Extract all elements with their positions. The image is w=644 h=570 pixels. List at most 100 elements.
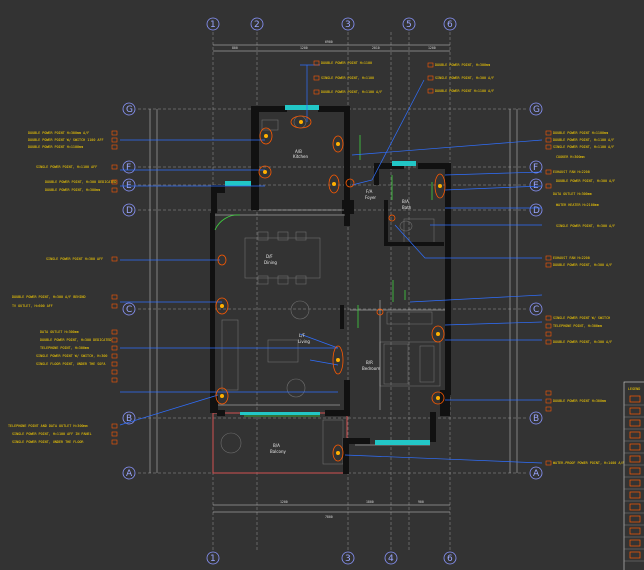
dimension-lines: [149, 44, 518, 513]
legend-swatch: [629, 551, 641, 559]
outlet-dots: [220, 120, 442, 455]
room-bath-code: B/A: [402, 199, 409, 204]
right-annotations: DOUBLE POWER POINT H=1100mm DOUBLE POWER…: [545, 130, 624, 466]
legend-swatch: [629, 539, 641, 547]
dim-bottom-3: 900: [418, 500, 424, 504]
grid-bubbles-top: [206, 17, 457, 31]
grid-bubbles-bottom: [206, 551, 457, 565]
top-label-1: DOUBLE POWER POINT H=1100: [321, 61, 372, 65]
legend-swatch: [629, 467, 641, 475]
left-label-11: DOUBLE POWER POINT, H=300 DEDICATED: [40, 338, 111, 342]
legend-swatch: [629, 515, 641, 523]
walls: [210, 106, 451, 474]
grid-col-4-bottom: 4: [388, 554, 394, 564]
dim-top-4: 1200: [428, 46, 436, 50]
legend-swatch: [629, 395, 641, 403]
right-label-10: EXHAUST FAN H=2200: [553, 256, 590, 260]
top-label-6: DOUBLE POWER POINT H=1100 A/F: [435, 89, 494, 93]
grid-row-d-left: D: [126, 206, 133, 216]
legend-swatch: [629, 479, 641, 487]
room-kitchen-name: Kitchen: [293, 154, 308, 159]
door-accents: [214, 135, 433, 417]
left-label-1: DOUBLE POWER POINT H=300mm A/F: [28, 131, 89, 135]
room-bedroom-name: Bedroom: [362, 366, 380, 371]
left-label-5: DOUBLE POWER POINT, H=300 DEDICATED: [45, 180, 116, 184]
grid-row-b-left: B: [126, 414, 132, 424]
room-dining-name: Dining: [264, 260, 277, 265]
right-label-16: WATER-PROOF POWER POINT, H=1400 A/F: [553, 461, 624, 465]
dimension-texts: 800 1200 2010 1200 6900 1200 1800 900 78…: [232, 40, 436, 519]
left-label-6: DOUBLE POWER POINT, H=300mm: [45, 188, 100, 192]
room-kitchen-code: A/B: [295, 149, 302, 154]
left-label-15: TELEPHONE POINT AND DATA OUTLET H=300mm: [8, 424, 88, 428]
grid-row-f-right: F: [533, 163, 538, 173]
dim-top-1: 800: [232, 46, 238, 50]
left-label-8: DOUBLE POWER POINT, H=300 A/F BEHIND: [12, 295, 86, 299]
right-label-5: EXHAUST FAN H=2200: [553, 170, 590, 174]
grid-row-d-right: D: [533, 206, 540, 216]
grid-row-f-left: F: [126, 163, 131, 173]
right-label-13: TELEPHONE POINT, H=300mm: [553, 324, 602, 328]
grid-col-6-bottom: 6: [447, 554, 453, 564]
grid-col-1-top: 1: [210, 20, 216, 30]
left-label-9: TV OUTLET, H=600 AFF: [12, 304, 53, 308]
room-foyer-code: F/A: [366, 189, 373, 194]
right-label-7: DATA OUTLET H=300mm: [553, 192, 592, 196]
grid-col-6-top: 6: [447, 20, 453, 30]
room-living-code: L/F: [299, 333, 306, 338]
left-label-13: SINGLE POWER POINT W/ SWITCH, H=300: [36, 354, 107, 358]
grid-row-a-left: A: [126, 469, 133, 479]
room-labels: A/B Kitchen F/A Foyer D/F Dining L/F Liv…: [264, 149, 412, 454]
grid-col-5-top: 5: [406, 20, 412, 30]
right-label-14: DOUBLE POWER POINT, H=300 A/F: [553, 340, 612, 344]
grid-bubbles-left: [122, 102, 136, 480]
right-label-8: WATER HEATER H=2100mm: [556, 203, 599, 207]
legend-swatch: [629, 407, 641, 415]
grid-row-b-right: B: [533, 414, 539, 424]
room-dining-code: D/F: [266, 254, 273, 259]
top-label-5: SINGLE POWER POINT, H=300 A/F: [435, 76, 494, 80]
left-annotations: DOUBLE POWER POINT H=300mm A/F DOUBLE PO…: [8, 130, 118, 445]
dim-total-bottom: 7800: [325, 515, 333, 519]
left-label-2: DOUBLE POWER POINT W/ SWITCH 1100 AFF: [28, 138, 104, 142]
right-label-11: DOUBLE POWER POINT, H=300 A/F: [553, 263, 612, 267]
room-balcony-name: Balcony: [270, 449, 286, 454]
legend-panel: LEGEND: [623, 381, 644, 570]
legend-swatch: [629, 491, 641, 499]
right-label-15: DOUBLE POWER POINT H=300mm: [553, 399, 606, 403]
left-label-14: SINGLE FLOOR POINT, UNDER THE SOFA: [36, 362, 105, 366]
top-label-4: DOUBLE POWER POINT, H=300mm: [435, 63, 490, 67]
top-label-3: DOUBLE POWER POINT, H=1100 A/F: [321, 90, 382, 94]
right-label-6: DOUBLE POWER POINT, H=300 A/F: [556, 179, 615, 183]
left-label-17: SINGLE POWER POINT, UNDER THE FLOOR: [12, 440, 84, 444]
right-label-12: SINGLE POWER POINT W/ SWITCH: [553, 316, 610, 320]
left-label-10: DATA OUTLET H=300mm: [40, 330, 79, 334]
grid-row-g-left: G: [126, 105, 133, 115]
room-bedroom-code: B/R: [366, 360, 373, 365]
grid-col-1-bottom: 1: [210, 554, 216, 564]
room-living-name: Living: [298, 339, 310, 344]
right-label-1: DOUBLE POWER POINT H=1100mm: [553, 131, 608, 135]
grid-bubbles-right: [529, 102, 543, 480]
top-label-2: SINGLE POWER POINT, H=1100: [321, 76, 374, 80]
left-label-7: SINGLE POWER POINT H=300 AFF: [46, 257, 103, 261]
dim-top-2: 1200: [300, 46, 308, 50]
legend-title: LEGEND: [628, 387, 640, 391]
left-label-3: DOUBLE POWER POINT H=1100mm: [28, 145, 83, 149]
right-label-2: DOUBLE POWER POINT, H=1100 A/F: [553, 138, 614, 142]
grid-row-a-right: A: [533, 469, 540, 479]
dim-total-top: 6900: [325, 40, 333, 44]
grid-col-2-top: 2: [254, 20, 260, 30]
room-bath-name: Bath: [402, 205, 412, 210]
top-annotations: DOUBLE POWER POINT H=1100 SINGLE POWER P…: [313, 60, 494, 95]
legend-swatch: [629, 503, 641, 511]
right-label-3: SINGLE POWER POINT, H=1100 A/F: [553, 145, 614, 149]
windows: [225, 105, 430, 445]
grid-row-g-right: G: [533, 105, 540, 115]
room-balcony-code: B/A: [273, 443, 280, 448]
right-label-9: SINGLE POWER POINT, H=300 A/F: [556, 224, 615, 228]
legend-swatch: [629, 431, 641, 439]
grid-row-c-right: C: [533, 305, 539, 315]
dim-bottom-2: 1800: [366, 500, 374, 504]
